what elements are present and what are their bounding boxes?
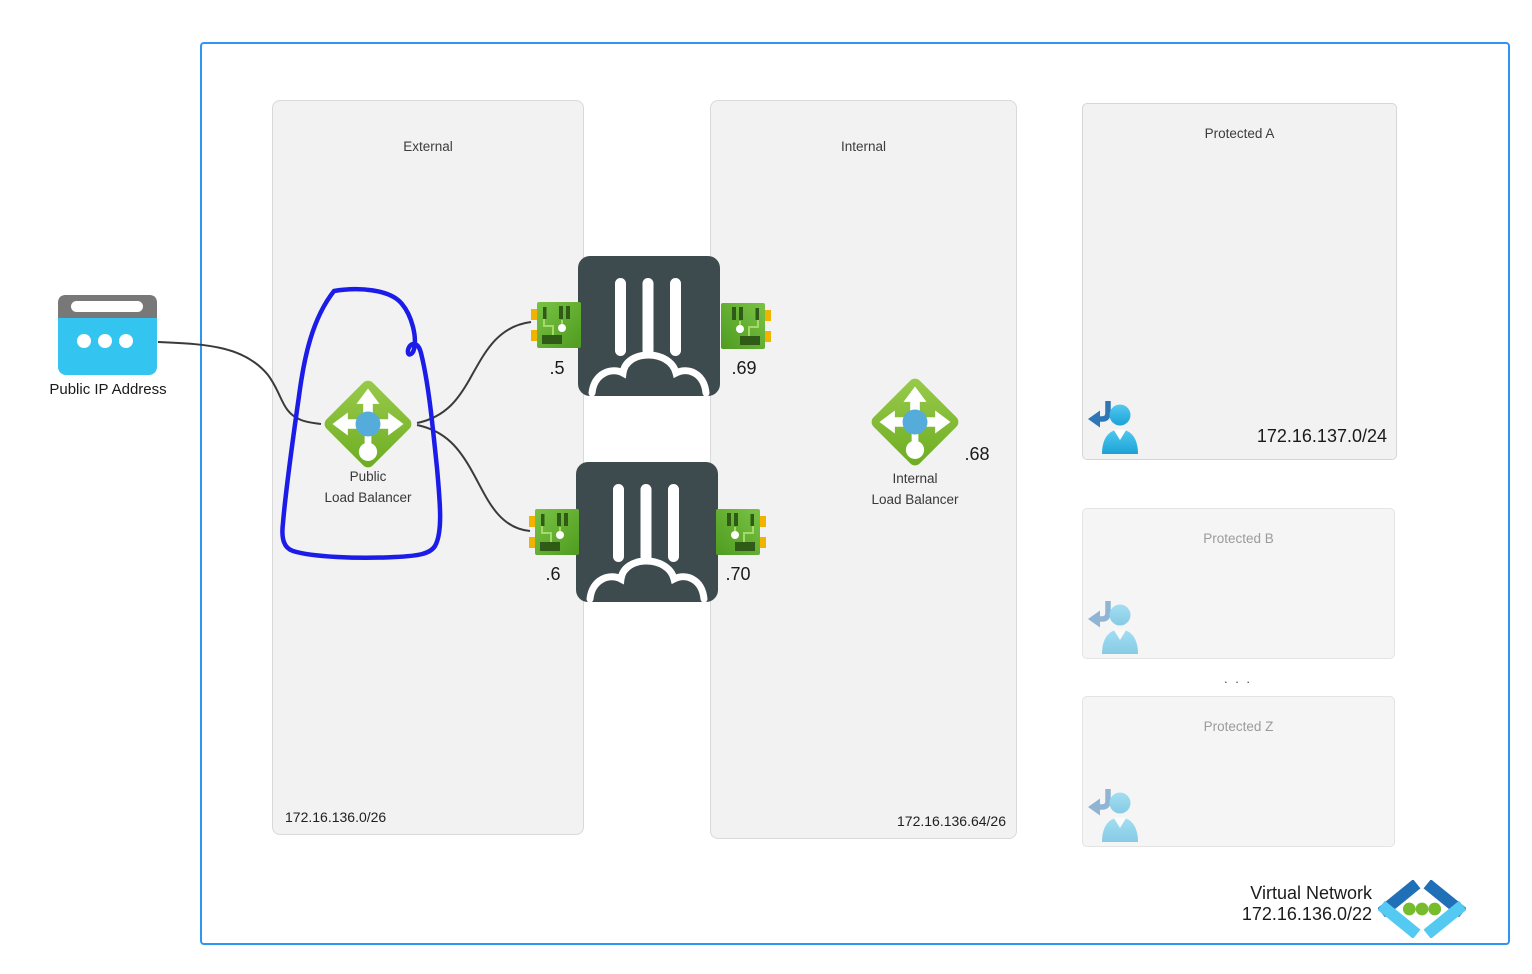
load-balancer-icon — [324, 380, 412, 468]
load-balancer-icon — [871, 378, 959, 466]
virtual-network-cidr: 172.16.136.0/22 — [1241, 904, 1372, 924]
public-ip-icon — [58, 295, 157, 375]
protected-z-title: Protected Z — [1203, 719, 1274, 734]
nic-icon — [529, 509, 579, 555]
internal-lb-label-line2: Load Balancer — [871, 492, 959, 507]
firewall2-left-ip: .6 — [545, 564, 561, 584]
user-inbound-icon — [1088, 401, 1138, 454]
virtual-network-icon — [1378, 880, 1466, 938]
public-lb-label-line1: Public — [349, 469, 387, 484]
subnet-internal-title: Internal — [840, 139, 887, 154]
user-inbound-icon — [1088, 601, 1138, 654]
protected-a-cidr: 172.16.137.0/24 — [1256, 426, 1387, 446]
subnet-internal-cidr: 172.16.136.64/26 — [897, 813, 1006, 829]
internal-lb-label-line1: Internal — [892, 471, 938, 486]
virtual-network-title: Virtual Network — [1250, 883, 1372, 903]
protected-ellipsis: . . . — [1223, 671, 1253, 686]
firewall1-right-ip: .69 — [731, 358, 757, 378]
subnet-internal: Internal 172.16.136.64/26 — [710, 100, 1017, 839]
subnet-external-title: External — [403, 139, 453, 154]
subnet-external-cidr: 172.16.136.0/26 — [285, 809, 387, 825]
firewall-icon — [576, 462, 718, 602]
firewall1-left-ip: .5 — [549, 358, 565, 378]
protected-b-title: Protected B — [1203, 531, 1274, 546]
firewall2-right-ip: .70 — [725, 564, 751, 584]
firewall-icon — [578, 256, 720, 396]
nic-icon — [531, 302, 581, 348]
virtual-network-label: Virtual Network 172.16.136.0/22 — [1150, 883, 1372, 925]
public-ip-label: Public IP Address — [49, 381, 167, 398]
internal-lb-label: Internal Load Balancer — [835, 468, 995, 510]
public-lb-label-line2: Load Balancer — [324, 490, 412, 505]
subnet-protected-z: Protected Z — [1082, 696, 1395, 847]
user-inbound-icon — [1088, 789, 1138, 842]
nic-icon — [716, 509, 766, 555]
nic-icon — [721, 303, 771, 349]
subnet-protected-b: Protected B — [1082, 508, 1395, 659]
internal-lb-ip: .68 — [964, 444, 990, 464]
subnet-protected-a: Protected A 172.16.137.0/24 — [1082, 103, 1397, 460]
public-lb-label: Public Load Balancer — [288, 466, 448, 508]
protected-a-title: Protected A — [1204, 126, 1275, 141]
